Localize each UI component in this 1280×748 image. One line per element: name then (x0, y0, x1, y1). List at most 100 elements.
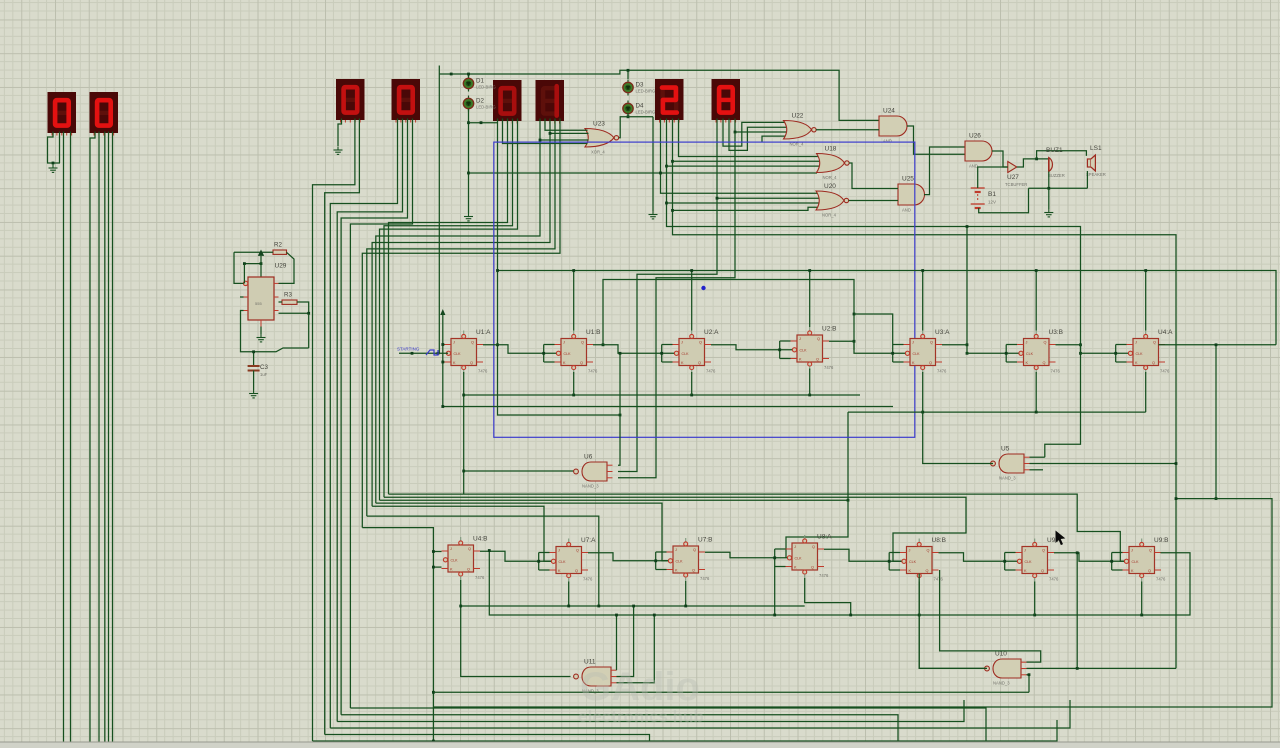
svg-text:AND: AND (969, 164, 978, 169)
svg-text:R2: R2 (274, 242, 282, 249)
svg-text:D2: D2 (476, 98, 484, 105)
svg-text:U20: U20 (824, 183, 836, 190)
svg-text:J: J (450, 547, 452, 551)
svg-text:K: K (1026, 361, 1029, 365)
svg-text:J: J (1131, 549, 1133, 553)
svg-text:C3: C3 (260, 364, 268, 371)
svg-text:NAND_3: NAND_3 (582, 689, 599, 694)
svg-text:555: 555 (255, 301, 262, 306)
svg-text:LED-BIRG: LED-BIRG (476, 85, 496, 90)
svg-text:U4:B: U4:B (473, 536, 487, 543)
svg-text:K: K (558, 569, 561, 573)
svg-text:7476: 7476 (475, 575, 485, 580)
svg-text:J: J (912, 341, 914, 345)
svg-text:CLK: CLK (451, 559, 459, 563)
svg-text:K: K (1135, 361, 1138, 365)
svg-text:D4: D4 (636, 103, 644, 110)
svg-text:K: K (794, 566, 797, 570)
svg-text:K: K (912, 361, 915, 365)
svg-text:K: K (799, 358, 802, 362)
svg-text:Q: Q (1153, 341, 1156, 345)
svg-text:Q: Q (467, 568, 470, 572)
svg-text:U2:B: U2:B (822, 326, 836, 333)
svg-text:AND: AND (883, 139, 892, 144)
svg-text:J: J (681, 341, 683, 345)
svg-text:electronics hub: electronics hub (578, 707, 704, 726)
svg-text:7476: 7476 (583, 577, 593, 582)
svg-text:Q: Q (698, 361, 701, 365)
svg-text:Q: Q (1152, 361, 1155, 365)
svg-text:CLK: CLK (909, 560, 917, 564)
svg-text:Q: Q (1044, 341, 1047, 345)
svg-text:CLK: CLK (454, 352, 462, 356)
svg-text:LS1: LS1 (1090, 145, 1102, 152)
svg-text:7476: 7476 (934, 577, 944, 582)
svg-text:U5: U5 (1001, 446, 1010, 453)
svg-text:CLK: CLK (676, 560, 684, 564)
svg-text:SPEAKER: SPEAKER (1086, 172, 1106, 177)
svg-text:CLK: CLK (1025, 560, 1033, 564)
svg-text:TCBUFFER: TCBUFFER (1005, 182, 1027, 187)
svg-text:7476: 7476 (819, 573, 829, 578)
svg-text:7476: 7476 (700, 576, 710, 581)
svg-text:Q: Q (1148, 569, 1151, 573)
svg-text:K: K (453, 361, 456, 365)
svg-text:NAND_3: NAND_3 (993, 681, 1010, 686)
svg-text:Q: Q (1149, 549, 1152, 553)
svg-text:U7:B: U7:B (698, 537, 712, 544)
svg-text:U2:A: U2:A (704, 329, 719, 336)
svg-text:Q: Q (575, 569, 578, 573)
svg-text:LED-BIRG: LED-BIRG (636, 89, 656, 94)
svg-text:B1: B1 (988, 191, 996, 198)
svg-text:12V: 12V (988, 200, 996, 205)
svg-text:J: J (675, 548, 677, 552)
svg-text:7476: 7476 (706, 369, 716, 374)
svg-text:U10: U10 (995, 651, 1007, 658)
svg-text:J: J (1024, 549, 1026, 553)
svg-text:Q: Q (580, 361, 583, 365)
svg-text:R3: R3 (284, 292, 292, 299)
svg-text:J: J (794, 545, 796, 549)
svg-text:U24: U24 (883, 108, 895, 115)
svg-text:U1:A: U1:A (476, 329, 491, 336)
svg-text:BUZ1: BUZ1 (1046, 147, 1063, 154)
svg-text:K: K (450, 568, 453, 572)
svg-text:K: K (1024, 569, 1027, 573)
svg-text:U9:B: U9:B (1154, 537, 1168, 544)
svg-text:CLK: CLK (559, 560, 567, 564)
svg-text:1uF: 1uF (260, 372, 268, 377)
svg-text:J: J (558, 549, 560, 553)
svg-text:U1:B: U1:B (586, 329, 600, 336)
svg-text:CLK: CLK (1136, 352, 1144, 356)
svg-text:J: J (563, 341, 565, 345)
svg-text:U29: U29 (275, 263, 287, 270)
svg-text:U8:A: U8:A (817, 534, 832, 541)
svg-text:7476: 7476 (937, 369, 947, 374)
svg-text:BUZZER: BUZZER (1048, 173, 1065, 178)
svg-text:7476: 7476 (1051, 369, 1061, 374)
svg-text:U7:A: U7:A (581, 537, 596, 544)
svg-text:STARTING: STARTING (397, 347, 420, 352)
svg-text:U11: U11 (584, 659, 596, 666)
svg-text:CLK: CLK (913, 352, 921, 356)
svg-text:7476: 7476 (1156, 577, 1166, 582)
svg-text:CLK: CLK (795, 557, 803, 561)
svg-text:K: K (909, 569, 912, 573)
svg-text:U25: U25 (902, 176, 914, 183)
svg-text:Q: Q (1043, 361, 1046, 365)
svg-text:Q: Q (468, 547, 471, 551)
svg-text:AND: AND (902, 208, 911, 213)
svg-text:K: K (681, 361, 684, 365)
svg-text:U9:A: U9:A (1047, 537, 1062, 544)
svg-text:LED-BIRG: LED-BIRG (476, 105, 496, 110)
svg-text:7476: 7476 (1049, 577, 1059, 582)
svg-text:XOR_4: XOR_4 (591, 150, 605, 155)
svg-text:NOR_4: NOR_4 (790, 142, 805, 147)
svg-text:U8:B: U8:B (932, 537, 946, 544)
svg-text:Q: Q (811, 566, 814, 570)
svg-text:J: J (799, 337, 801, 341)
svg-text:U4:A: U4:A (1158, 329, 1173, 336)
svg-text:Q: Q (927, 549, 930, 553)
svg-text:Q: Q (699, 341, 702, 345)
svg-text:CLK: CLK (564, 352, 572, 356)
